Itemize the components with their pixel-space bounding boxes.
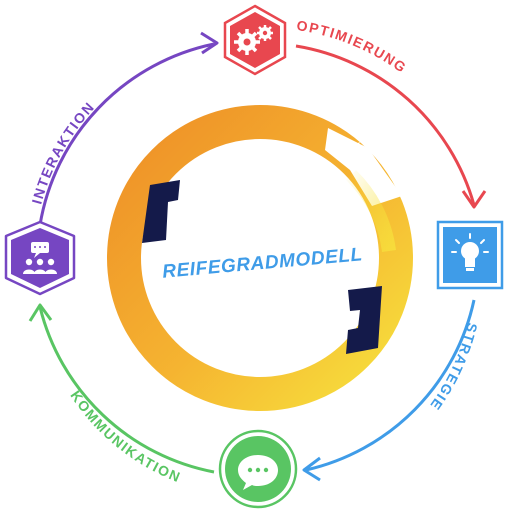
gears-icon [234, 25, 273, 55]
arrow-interaktion-to-optimierung [38, 42, 215, 226]
label-strategie: STRATEGIE [427, 321, 481, 414]
outer-cycle [28, 31, 487, 482]
arrow-strategie-to-kommunikation [305, 299, 476, 472]
arrow-optimierung-to-strategie [295, 44, 476, 206]
label-kommunikation: KOMMUNIKATION [67, 388, 183, 486]
node-kommunikation[interactable] [218, 429, 298, 509]
chat-bubble-icon [238, 455, 278, 490]
arrow-kommunikation-to-interaktion [38, 306, 215, 474]
people-chat-icon [23, 242, 57, 274]
closing-quote-icon [346, 286, 382, 354]
label-optimierung: OPTIMIERUNG [295, 17, 410, 76]
ring-swoosh-tip [344, 142, 360, 158]
quote-marks [142, 180, 382, 354]
center-ring [107, 105, 413, 411]
ring-fade-tail [346, 170, 396, 252]
arrowhead-purple [200, 31, 219, 55]
arrowhead-red [461, 190, 487, 209]
opening-quote-icon [142, 180, 180, 243]
lightbulb-icon [451, 233, 489, 271]
label-interaktion: INTERAKTION [28, 98, 97, 206]
node-strategie[interactable] [436, 220, 504, 290]
ring-gap [325, 128, 402, 206]
arrowhead-green [28, 303, 53, 322]
node-interaktion[interactable] [4, 220, 76, 296]
center-label: REIFEGRADMODELL [161, 244, 363, 282]
node-optimierung[interactable] [223, 4, 287, 76]
arrowhead-blue [302, 456, 321, 482]
